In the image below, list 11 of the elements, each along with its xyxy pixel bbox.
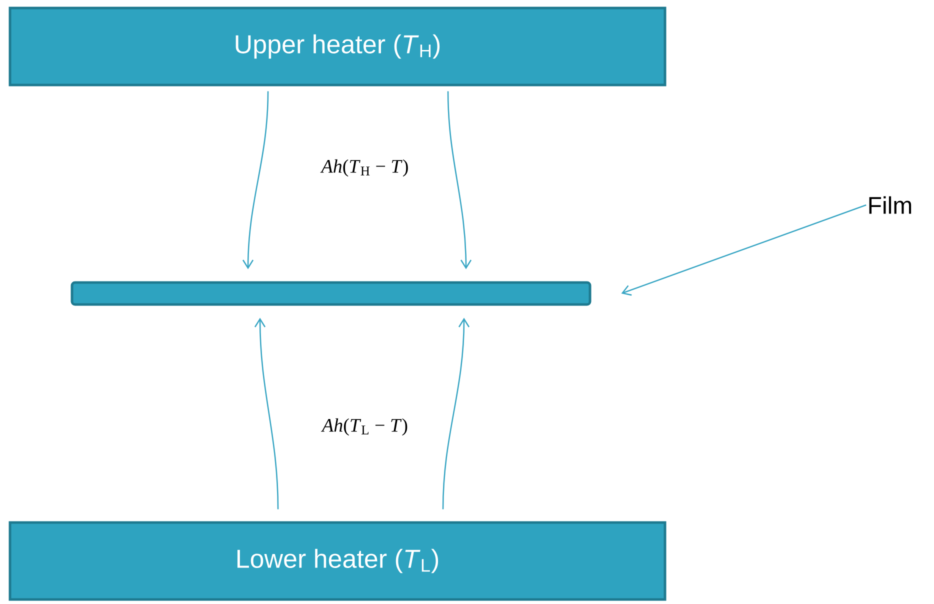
film-label: Film <box>869 196 912 214</box>
arrow <box>242 91 269 270</box>
arrow <box>254 318 279 510</box>
arrow <box>621 204 866 296</box>
film-bar <box>70 281 592 306</box>
arrow <box>442 318 470 510</box>
arrow <box>447 91 472 270</box>
heater-box: Upper heater (T$_{H}$) <box>8 6 666 86</box>
heater-box: Lower heater (T$_{L}$) <box>8 521 666 601</box>
formula-label: Ah(T$_{H}$ − T) <box>320 158 410 178</box>
formula-label: Ah(T$_{L}$ − T) <box>320 417 409 437</box>
